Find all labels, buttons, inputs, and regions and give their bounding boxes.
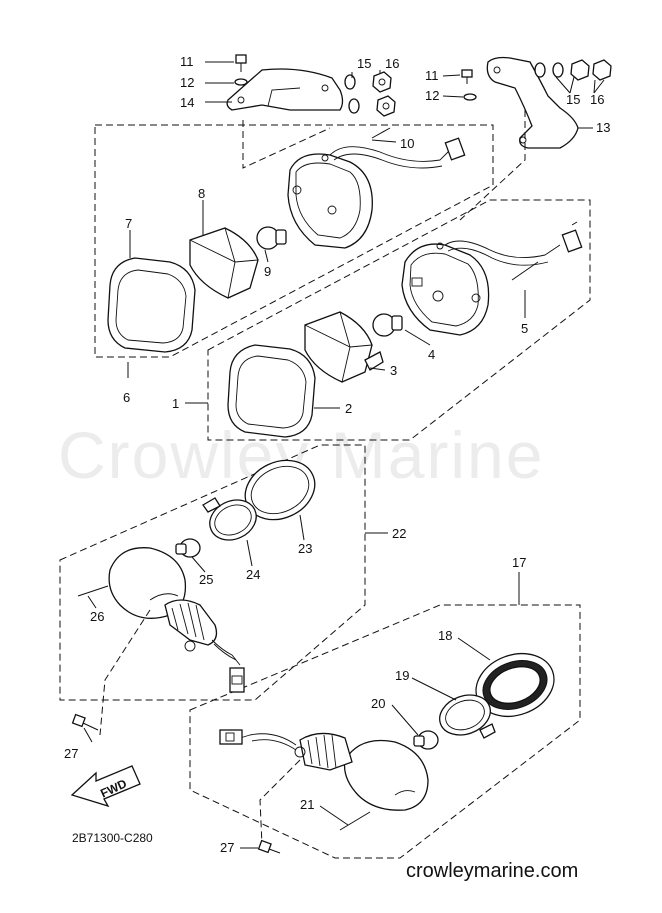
website-label[interactable]: crowleymarine.com: [406, 860, 578, 882]
callout-27-upper: 27: [64, 746, 78, 761]
group-box-22: [59, 444, 366, 701]
callout-12-left: 12: [180, 75, 194, 90]
callout-3: 3: [390, 363, 397, 378]
callout-11-right: 11: [425, 68, 439, 83]
callout-16-left: 16: [385, 56, 399, 71]
forward-direction-arrow: FWD: [70, 765, 141, 808]
callout-12-right: 12: [425, 88, 439, 103]
callout-23: 23: [298, 541, 312, 556]
callout-17: 17: [512, 555, 526, 570]
callout-13: 13: [596, 120, 610, 135]
callout-14: 14: [180, 95, 194, 110]
callout-5: 5: [521, 321, 528, 336]
leader-lines: [83, 61, 605, 849]
callout-24: 24: [246, 567, 260, 582]
callout-10: 10: [400, 136, 414, 151]
callout-9: 9: [264, 264, 271, 279]
group-box-1: [207, 199, 591, 441]
callout-27-lower: 27: [220, 840, 234, 855]
group-box-17: [189, 604, 581, 859]
bolt-27-upper: [71, 713, 99, 731]
callout-25: 25: [199, 572, 213, 587]
callout-15-right: 15: [566, 92, 580, 107]
lower-round-signal-assembly: [219, 653, 555, 846]
callout-22: 22: [392, 526, 406, 541]
callout-labels: 11 12 14 15 16 11 12 15 16 13 10 8 7 9 5…: [64, 54, 610, 855]
group-box-6: [94, 124, 494, 358]
upper-lamp-assembly: [107, 127, 466, 353]
callout-19: 19: [395, 668, 409, 683]
upper-round-signal-assembly: [77, 459, 316, 736]
callout-4: 4: [428, 347, 435, 362]
bracket-right-assembly: [461, 56, 612, 149]
callout-20: 20: [371, 696, 385, 711]
callout-6: 6: [123, 390, 130, 405]
callout-18: 18: [438, 628, 452, 643]
bracket-left-assembly: [226, 54, 396, 117]
callout-1: 1: [172, 396, 179, 411]
callout-8: 8: [198, 186, 205, 201]
callout-26: 26: [90, 609, 104, 624]
bolt-27-lower: [257, 839, 281, 854]
callout-11-left: 11: [180, 54, 194, 69]
callout-7: 7: [125, 216, 132, 231]
callout-21: 21: [300, 797, 314, 812]
lower-lamp-assembly: [227, 221, 583, 438]
diagram-code: 2B71300-C280: [72, 831, 153, 845]
callout-15-left: 15: [357, 56, 371, 71]
callout-16-right: 16: [590, 92, 604, 107]
callout-2: 2: [345, 401, 352, 416]
